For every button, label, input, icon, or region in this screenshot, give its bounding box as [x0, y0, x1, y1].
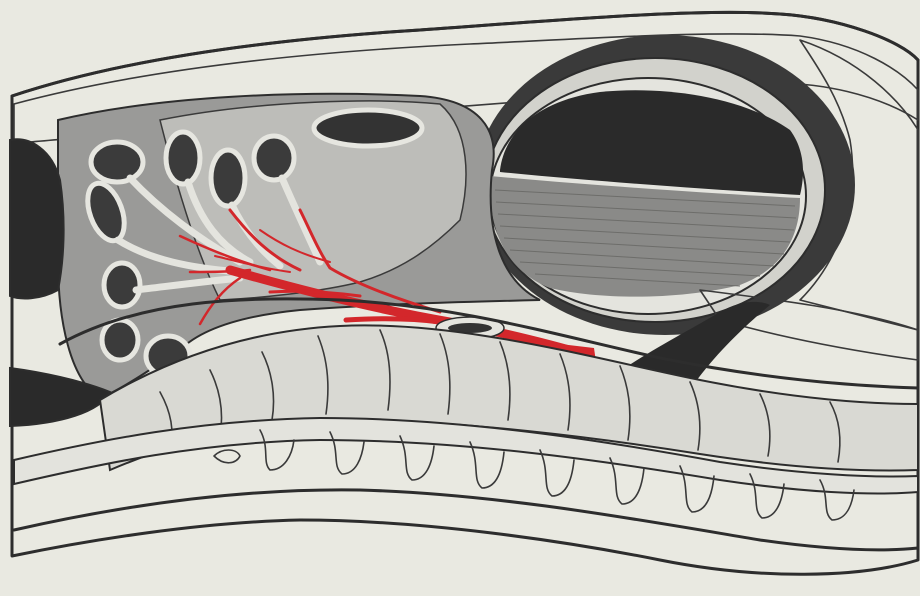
upper-oval-organ: [314, 110, 422, 146]
ganglion-3: [211, 150, 245, 206]
ganglion-1: [91, 142, 143, 182]
ganglion-6: [104, 263, 140, 307]
ganglion-7: [102, 320, 138, 360]
ganglion-4: [254, 136, 294, 180]
ganglion-2: [166, 132, 200, 184]
